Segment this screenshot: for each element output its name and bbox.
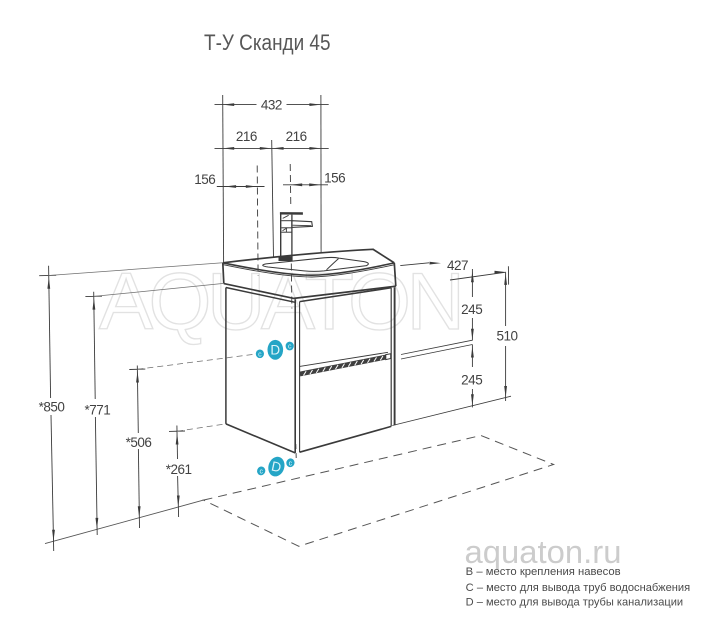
svg-text:Т-У Сканди 45: Т-У Сканди 45 [204, 30, 331, 55]
svg-text:D: D [270, 343, 280, 358]
svg-text:245: 245 [461, 302, 482, 317]
svg-text:245: 245 [461, 372, 482, 387]
svg-text:216: 216 [236, 129, 257, 144]
svg-text:B – место крепления навесов: B – место крепления навесов [466, 566, 621, 578]
svg-text:c: c [288, 344, 292, 351]
svg-text:D – место для вывода трубы кан: D – место для вывода трубы канализации [466, 597, 683, 609]
svg-text:427: 427 [447, 258, 468, 273]
svg-text:c: c [289, 460, 293, 467]
svg-text:AQUATON: AQUATON [99, 257, 461, 347]
svg-text:*850: *850 [39, 400, 65, 415]
svg-text:510: 510 [496, 329, 517, 344]
svg-text:*261: *261 [166, 462, 192, 477]
svg-text:*506: *506 [126, 435, 152, 450]
svg-text:216: 216 [286, 129, 307, 144]
svg-text:D: D [270, 459, 283, 476]
svg-text:aquaton.ru: aquaton.ru [465, 534, 622, 570]
svg-text:c: c [258, 351, 262, 358]
svg-text:432: 432 [261, 97, 282, 112]
svg-text:156: 156 [324, 171, 345, 186]
svg-text:*771: *771 [85, 402, 111, 417]
svg-text:c: c [259, 468, 263, 475]
svg-text:156: 156 [194, 172, 215, 187]
svg-text:C – место для вывода труб водо: C – место для вывода труб водоснабжения [466, 582, 691, 594]
